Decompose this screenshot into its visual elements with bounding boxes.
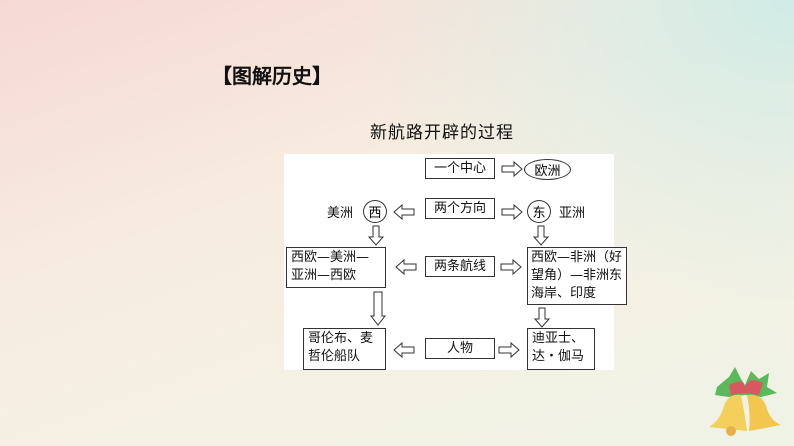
arrow-right-icon	[500, 258, 522, 276]
arrow-left-icon	[393, 203, 415, 221]
arrow-right-icon	[498, 341, 520, 359]
west-people-box: 哥伦布、麦哲伦船队	[303, 328, 386, 370]
arrow-down-icon	[367, 225, 385, 246]
europe-ellipse: 欧洲	[524, 159, 571, 180]
directions-label-box: 两个方向	[425, 198, 495, 219]
arrow-left-icon	[395, 258, 417, 276]
west-circle: 西	[363, 200, 387, 223]
east-circle: 东	[527, 200, 551, 223]
routes-label-box: 两条航线	[425, 256, 495, 277]
east-destination: 亚洲	[559, 206, 586, 221]
arrow-down-icon	[532, 225, 550, 246]
christmas-bells-icon	[709, 367, 781, 436]
arrow-down-icon	[533, 307, 551, 328]
west-destination: 美洲	[327, 206, 354, 221]
diagram-title: 新航路开辟的过程	[370, 123, 514, 143]
arrow-down-icon	[369, 291, 387, 326]
east-route-box: 西欧—非洲（好望角）—非洲东海岸、印度	[527, 247, 627, 305]
arrow-right-icon	[501, 160, 523, 178]
new-sea-routes-diagram: 一个中心 欧洲 美洲 西 两个方向 东 亚洲 西欧—美洲—亚洲—西欧 两条航线 …	[284, 154, 627, 370]
west-route-box: 西欧—美洲—亚洲—西欧	[286, 247, 386, 288]
slide-title: 【图解历史】	[212, 64, 332, 88]
center-label-box: 一个中心	[425, 158, 495, 179]
people-label-box: 人物	[425, 338, 495, 359]
arrow-left-icon	[393, 341, 415, 359]
east-people-box: 迪亚士、达・伽马	[527, 328, 595, 370]
arrow-right-icon	[501, 203, 523, 221]
